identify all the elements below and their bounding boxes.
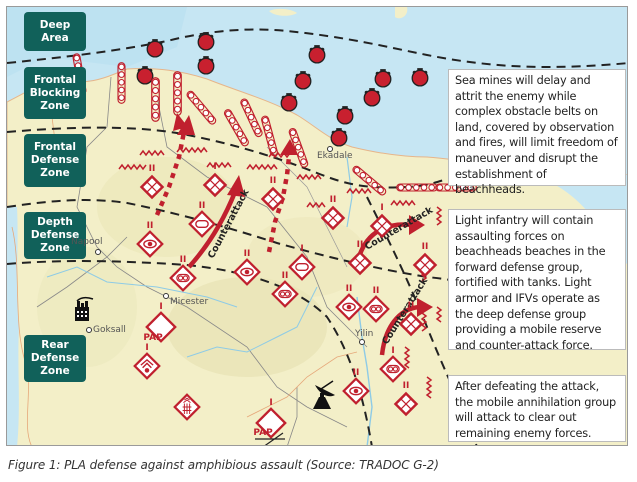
svg-text:I: I — [380, 203, 383, 213]
svg-text:II: II — [403, 381, 410, 391]
svg-text:II: II — [147, 221, 154, 231]
place-ekadale: Ekadale — [317, 151, 353, 161]
svg-text:II: II — [408, 301, 415, 311]
map-frame: Counterattack Counterattack Counterattac… — [6, 6, 628, 446]
pap-label-1: PAP — [143, 333, 163, 343]
town-markers — [86, 146, 365, 345]
svg-text:II: II — [422, 242, 429, 252]
svg-text:I: I — [159, 302, 162, 312]
pap-label-2: PAP — [253, 428, 273, 438]
svg-text:II: II — [199, 201, 206, 211]
svg-text:I: I — [300, 244, 303, 254]
wire-obstacles — [118, 146, 443, 399]
radar-dish-icon — [313, 380, 335, 409]
svg-text:II: II — [330, 195, 337, 205]
dotted-arrows — [154, 113, 298, 253]
svg-text:II: II — [373, 286, 380, 296]
factory-icon — [75, 296, 94, 321]
figure-caption: Figure 1: PLA defense against amphibious… — [8, 458, 439, 472]
svg-text:I: I — [269, 398, 272, 408]
place-yilin: Yilin — [355, 329, 374, 339]
svg-text:II: II — [282, 271, 289, 281]
svg-text:II: II — [346, 284, 353, 294]
place-goksall: Goksall — [93, 325, 126, 335]
callout-light-infantry: Light infantry will contain assaulting f… — [448, 209, 626, 352]
svg-text:I: I — [391, 346, 394, 356]
callout-annihilation: After defeating the attack, the mobile a… — [448, 375, 626, 442]
svg-text:II: II — [270, 176, 277, 186]
callout-sea-mines: Sea mines will delay and attrit the enem… — [448, 69, 626, 196]
place-micester: Micester — [170, 297, 209, 307]
place-napool: Napool — [71, 237, 103, 247]
svg-text:I: I — [213, 162, 216, 172]
svg-text:II: II — [180, 255, 187, 265]
svg-text:II: II — [244, 249, 251, 259]
units: PAP PAP — [133, 172, 438, 439]
svg-text:II: II — [353, 368, 360, 378]
svg-text:I: I — [145, 343, 148, 353]
svg-text:II: II — [149, 164, 156, 174]
svg-text:II: II — [357, 240, 364, 250]
